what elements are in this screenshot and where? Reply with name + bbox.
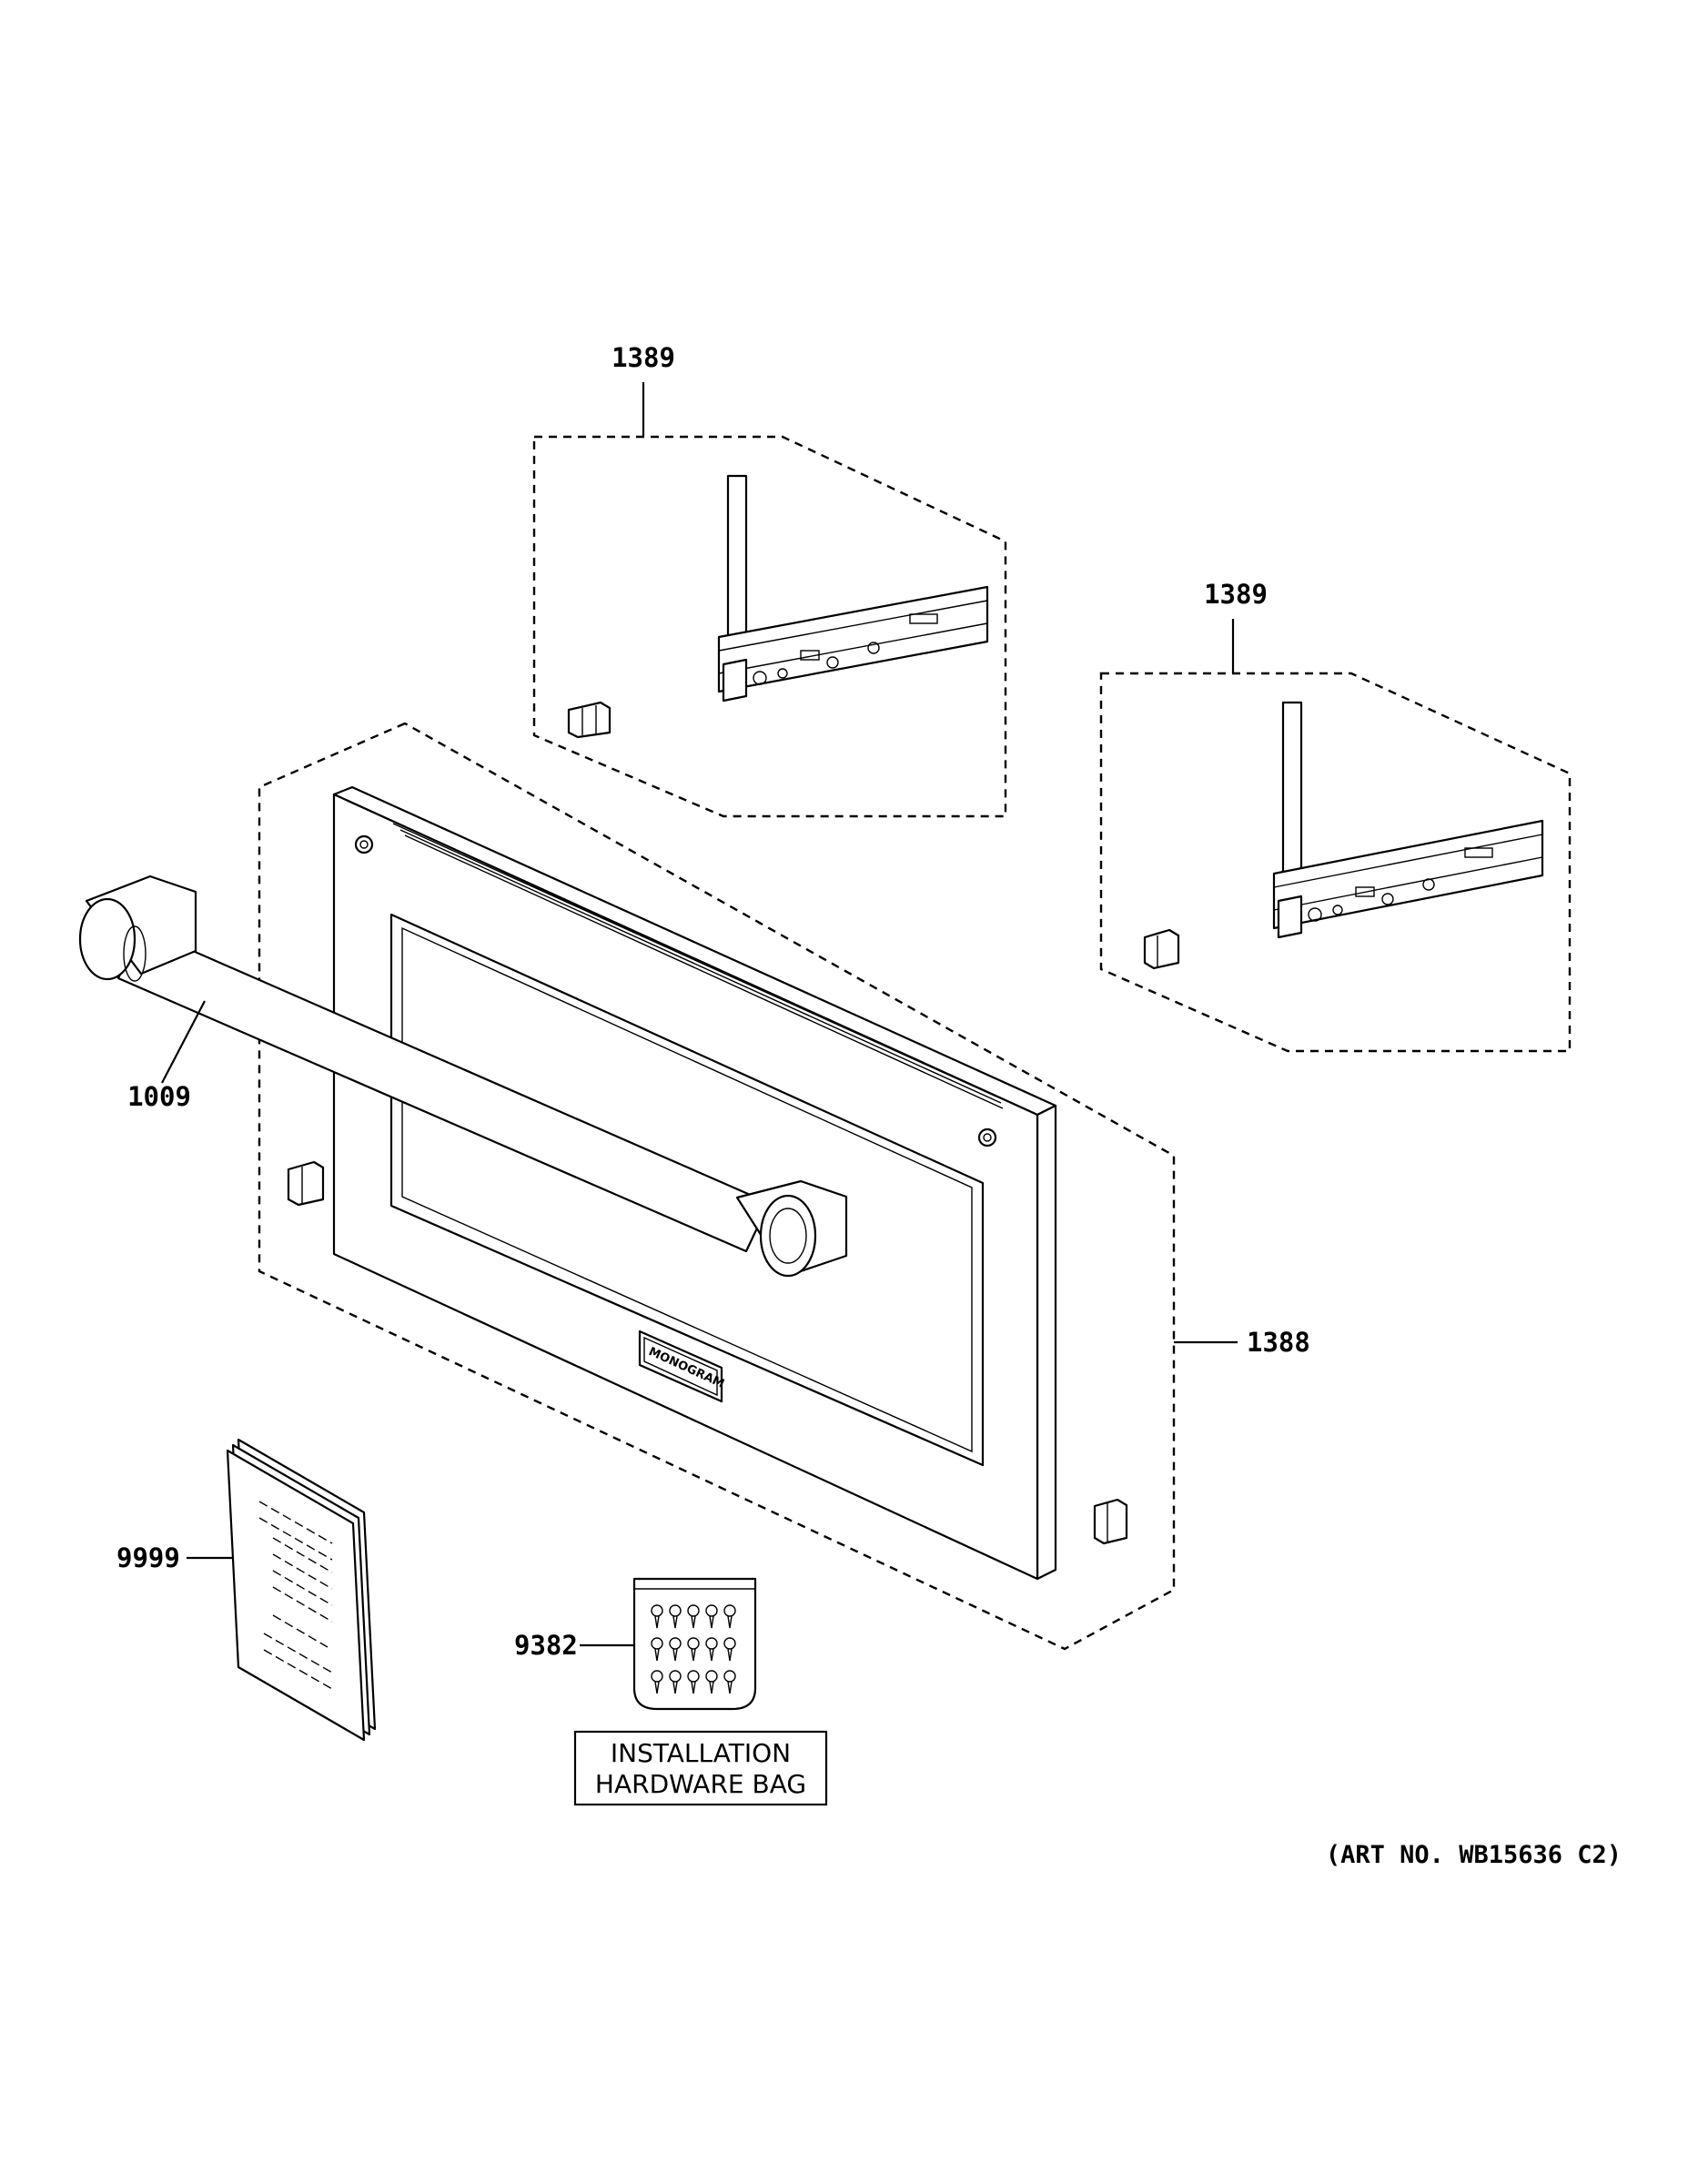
screw-icon [723,1637,736,1662]
hardware-screws [651,1604,736,1694]
callout-handle: 1009 [127,1081,191,1112]
hardware-label-box: INSTALLATION HARDWARE BAG [573,1730,828,1806]
door-clip-right [1093,1498,1128,1545]
screw-icon [687,1604,700,1629]
hinge-group-upper: 1389 [532,342,1007,818]
hardware-bag [632,1577,757,1711]
handle-group: 1009 [78,875,848,1278]
literature-group: 9999 [116,1438,377,1742]
screw-icon [651,1637,663,1662]
screw-icon [669,1670,682,1694]
handle-leader [161,1000,206,1084]
screw-icon [687,1670,700,1694]
hinge-right-part [1272,701,1544,939]
screw-icon [669,1637,682,1662]
screw-icon [723,1670,736,1694]
screw-icon [687,1637,700,1662]
callout-literature: 9999 [116,1542,180,1573]
screw-icon [705,1604,718,1629]
screw-icon [705,1670,718,1694]
callout-hardware-bag: 9382 [514,1630,578,1661]
hardware-label-line2: HARDWARE BAG [595,1769,806,1799]
manual-booklet [226,1438,377,1742]
callout-hinge-right: 1389 [1204,579,1268,610]
handle-bar [78,875,848,1278]
screw-icon [669,1604,682,1629]
hardware-label-line1: INSTALLATION [611,1738,791,1768]
hardware-bag-group: 9382 INSTALLATION HARDWARE BAG [514,1577,828,1806]
callout-hinge-upper: 1389 [612,342,675,373]
screw-icon [723,1604,736,1629]
screw-icon [651,1604,663,1629]
door-dashed-outline [258,722,1176,1651]
hinge-right-dashed-outline [1099,672,1572,1053]
art-number: (ART NO. WB15636 C2) [1326,1841,1622,1869]
hinge-upper-clip [567,701,612,739]
hinge-upper-dashed-outline [532,435,1007,818]
callout-door-assembly: 1388 [1247,1327,1310,1358]
screw-icon [651,1670,663,1694]
hinge-upper-part [717,474,989,703]
hinge-right-clip [1143,928,1180,970]
hinge-group-right: 1389 [1099,579,1572,1053]
screw-icon [705,1637,718,1662]
door-clip-left [287,1160,325,1207]
